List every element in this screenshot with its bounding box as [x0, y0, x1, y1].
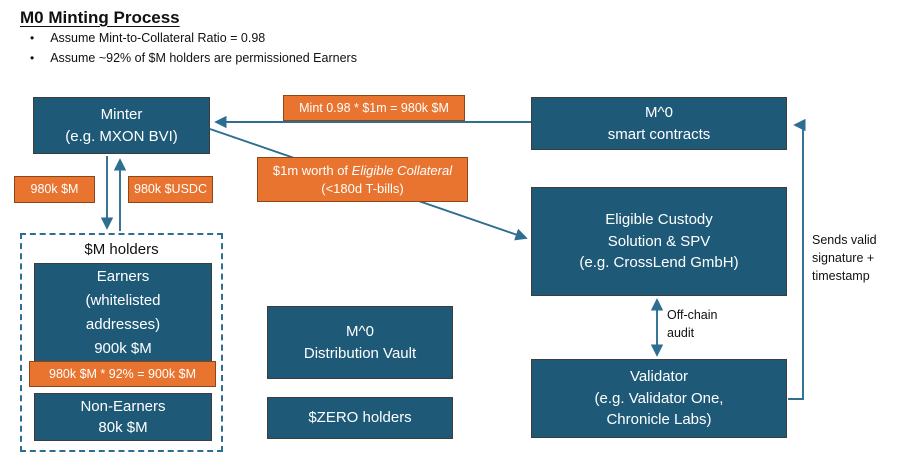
mint-amount-label: Mint 0.98 * $1m = 980k $M [283, 95, 465, 121]
sends-note-line1: Sends valid [812, 233, 877, 247]
earners-line4: 900k $M [94, 339, 152, 357]
distribution-vault-box: M^0 Distribution Vault [267, 306, 453, 379]
collateral-italic: Eligible Collateral [351, 162, 453, 178]
earners-line2: (whitelisted [85, 291, 161, 309]
zero-holders-box: $ZERO holders [267, 397, 453, 439]
assumptions-list: Assume Mint-to-Collateral Ratio = 0.98 A… [30, 31, 357, 71]
vault-line1: M^0 [346, 322, 374, 340]
assumption-earners: Assume ~92% of $M holders are permission… [30, 51, 357, 65]
custody-line3: (e.g. CrossLend GmbH) [579, 254, 739, 272]
assumption-ratio: Assume Mint-to-Collateral Ratio = 0.98 [30, 31, 357, 45]
minter-line2: (e.g. MXON BVI) [65, 127, 178, 145]
offchain-audit-note: Off-chain audit [667, 306, 747, 342]
earners-line1: Earners [96, 267, 150, 285]
non-earners-line2: 80k $M [98, 419, 148, 436]
sends-signature-note: Sends valid signature + timestamp [812, 231, 897, 285]
vault-line2: Distribution Vault [303, 344, 417, 362]
earners-calc-label: 980k $M * 92% = 900k $M [29, 361, 216, 387]
collateral-label: $1m worth of Eligible Collateral (<180d … [257, 157, 468, 202]
earners-box: Earners (whitelisted addresses) 900k $M [34, 263, 212, 362]
audit-note-line2: audit [667, 326, 695, 341]
m-holders-label: $M holders [84, 241, 159, 258]
usdc-980k-label: 980k $USDC [128, 176, 213, 203]
smart-contracts-line1: M^0 [645, 103, 673, 121]
minter-line1: Minter [100, 105, 143, 123]
page-title: M0 Minting Process [20, 8, 180, 27]
zero-holders-line1: $ZERO holders [308, 409, 412, 427]
validator-line3: Chronicle Labs) [606, 411, 712, 429]
collateral-line1: $1m worth of Eligible Collateral [273, 162, 452, 180]
non-earners-box: Non-Earners 80k $M [34, 393, 212, 441]
audit-note-line1: Off-chain [667, 308, 718, 322]
custody-line2: Solution & SPV [607, 232, 711, 250]
sends-note-line3: timestamp [812, 269, 870, 284]
smart-contracts-box: M^0 smart contracts [531, 97, 787, 150]
validator-box: Validator (e.g. Validator One, Chronicle… [531, 359, 787, 438]
validator-line1: Validator [629, 367, 689, 385]
m-980k-text: 980k $M [30, 182, 79, 197]
earners-line3: addresses) [85, 315, 161, 333]
earners-calc-text: 980k $M * 92% = 900k $M [49, 366, 196, 381]
validator-line2: (e.g. Validator One, [594, 389, 724, 407]
mint-amount-text: Mint 0.98 * $1m = 980k $M [299, 100, 449, 115]
arrow-validator-to-contracts [788, 118, 806, 400]
custody-box: Eligible Custody Solution & SPV (e.g. Cr… [531, 187, 787, 296]
usdc-980k-text: 980k $USDC [134, 182, 207, 197]
m-980k-label: 980k $M [14, 176, 95, 203]
custody-line1: Eligible Custody [605, 210, 713, 228]
collateral-line2: (<180d T-bills) [321, 180, 404, 196]
sends-note-line2: signature + [812, 251, 875, 266]
smart-contracts-line2: smart contracts [607, 125, 711, 143]
collateral-plain: $1m worth of [272, 162, 352, 178]
non-earners-line1: Non-Earners [80, 398, 166, 415]
minter-box: Minter (e.g. MXON BVI) [33, 97, 210, 154]
